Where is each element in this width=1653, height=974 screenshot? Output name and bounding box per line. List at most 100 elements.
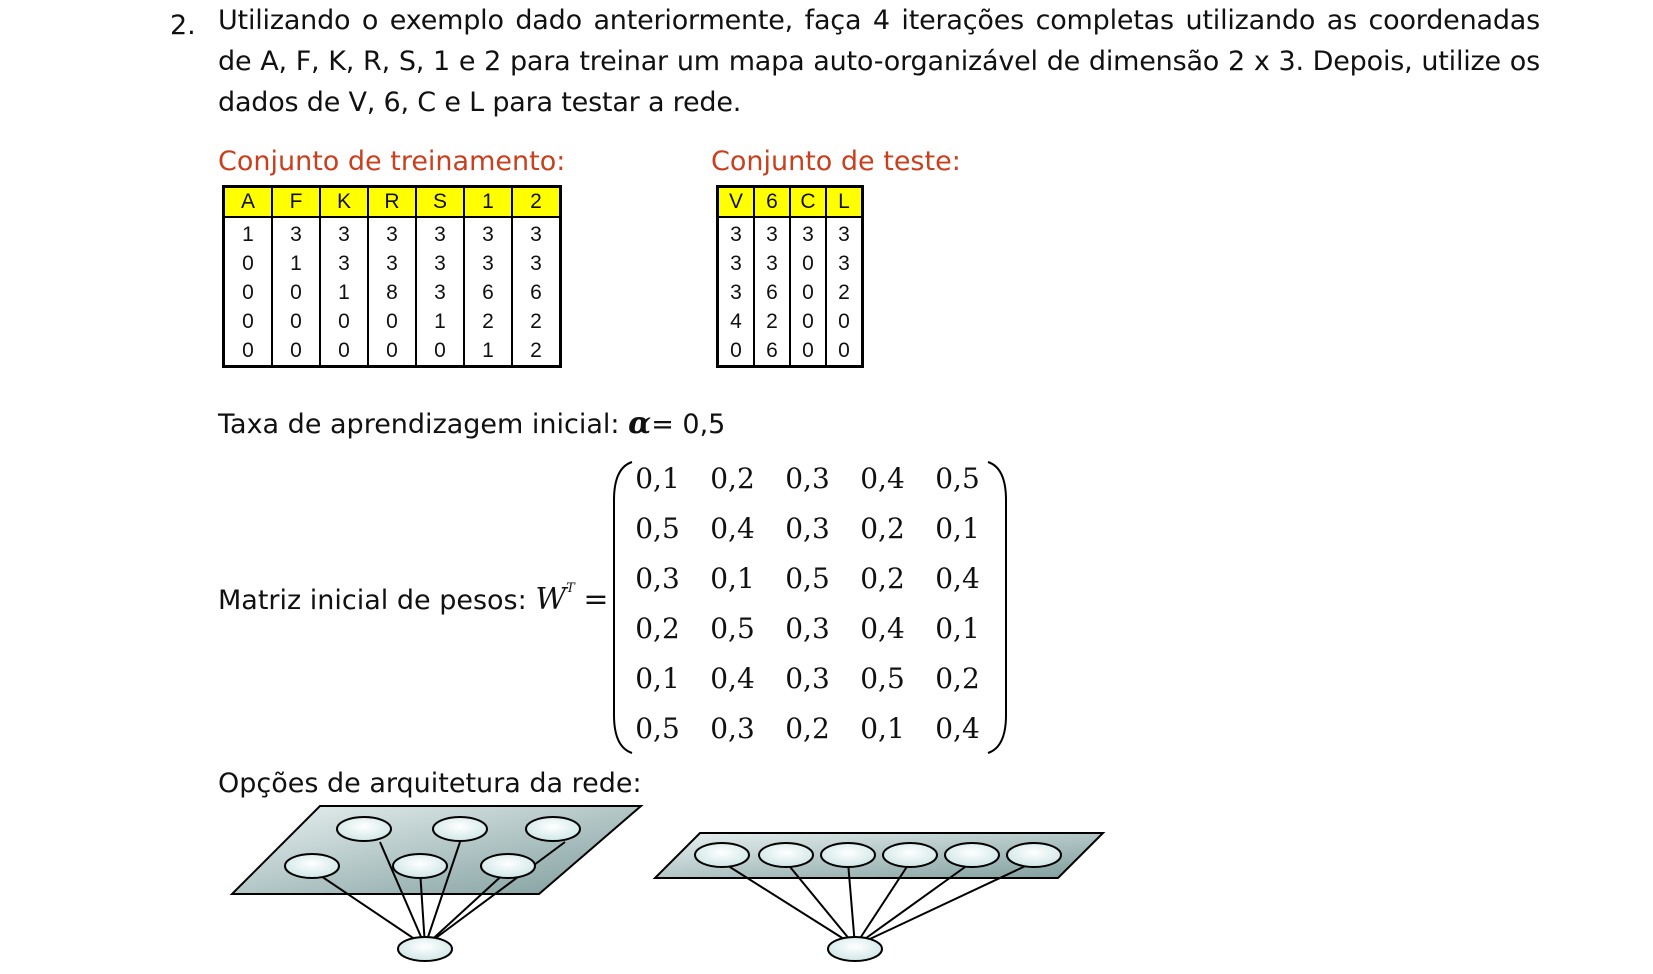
training-table-cell: 1 [222, 217, 273, 249]
matrix-cell: 0,5 [635, 512, 680, 545]
test-table-cell: 0 [825, 307, 864, 336]
matrix-cell: 0,2 [860, 562, 905, 595]
test-table-cell: 0 [716, 336, 755, 367]
connection-line [854, 861, 1035, 947]
weights-equals: = [583, 582, 609, 617]
training-table-cell: 3 [367, 249, 417, 278]
matrix-cell: 0,4 [860, 462, 905, 495]
matrix-cell: 0,1 [635, 662, 680, 695]
test-table-cell: 3 [716, 217, 755, 249]
output-neuron [480, 853, 536, 879]
training-table-cell: 3 [319, 217, 369, 249]
output-neuron [758, 842, 814, 868]
input-node [827, 936, 883, 962]
right-parenthesis [987, 461, 1007, 754]
question-number: 2. [170, 10, 196, 41]
connection-line [311, 869, 426, 947]
weight-symbol: WT [535, 581, 575, 617]
matrix-cell: 0,2 [635, 612, 680, 645]
test-table-cell: 2 [753, 307, 791, 336]
training-table-cell: 1 [319, 278, 369, 307]
matrix-cell: 0,3 [785, 462, 830, 495]
test-table-cell: 3 [825, 217, 864, 249]
matrix-cell: 0,3 [635, 562, 680, 595]
matrix-brackets [613, 461, 1007, 754]
training-table-cell: 6 [463, 278, 513, 307]
connection-line [854, 861, 911, 947]
matrix-cell: 0,4 [935, 562, 980, 595]
test-header-cell: C [789, 185, 827, 218]
test-table-cell: 3 [716, 278, 755, 307]
test-table-cell: 6 [753, 278, 791, 307]
test-table-cell: 0 [789, 249, 827, 278]
matrix-cell: 0,2 [785, 712, 830, 745]
matrix-cell: 0,3 [785, 612, 830, 645]
matrix-cell: 0,1 [635, 462, 680, 495]
learning-rate-value: = 0,5 [651, 409, 726, 440]
matrix-cell: 0,2 [935, 662, 980, 695]
matrix-cell: 0,3 [785, 512, 830, 545]
connection-line [424, 841, 566, 947]
training-table-cell: 0 [222, 278, 273, 307]
training-table-cell: 3 [319, 249, 369, 278]
training-table-cell: 2 [511, 336, 562, 367]
matrix-cell: 0,4 [935, 712, 980, 745]
training-table-cell: 8 [367, 278, 417, 307]
test-table-cell: 3 [789, 217, 827, 249]
connection-line [785, 861, 856, 947]
test-table-cell: 3 [716, 249, 755, 278]
matrix-cell: 0,1 [935, 612, 980, 645]
test-table-cell: 0 [825, 336, 864, 367]
training-table-cell: 0 [222, 249, 273, 278]
training-table-cell: 0 [271, 307, 321, 336]
output-neuron [336, 816, 392, 842]
training-table-cell: 0 [319, 336, 369, 367]
output-neuron [820, 842, 876, 868]
matrix-cell: 0,5 [785, 562, 830, 595]
training-table-cell: 0 [367, 307, 417, 336]
output-neuron [525, 816, 581, 842]
connection-line [424, 869, 509, 947]
architecture-diagrams [229, 805, 1106, 962]
training-table-cell: 2 [463, 307, 513, 336]
weight-symbol-letter: W [535, 582, 567, 617]
training-header-cell: R [367, 185, 417, 218]
matrix-cell: 0,1 [710, 562, 755, 595]
output-neuron [432, 816, 488, 842]
training-header-cell: A [222, 185, 273, 218]
matrix-cell: 0,3 [710, 712, 755, 745]
training-table-cell: 1 [463, 336, 513, 367]
weight-superscript: T [566, 581, 575, 596]
training-table-cell: 0 [271, 278, 321, 307]
connection-line [424, 841, 461, 947]
learning-rate-label: Taxa de aprendizagem inicial: [218, 409, 620, 440]
test-table-cell: 0 [789, 336, 827, 367]
test-header-cell: V [716, 185, 755, 218]
test-table-cell: 3 [753, 249, 791, 278]
test-table-cell: 3 [753, 217, 791, 249]
test-set-title: Conjunto de teste: [711, 146, 961, 177]
output-neuron [392, 853, 448, 879]
training-table-cell: 3 [415, 249, 465, 278]
output-neuron [882, 842, 938, 868]
weight-matrix: 0,1 0,2 0,3 0,4 0,5 0,5 0,4 0,3 0,2 0,1 0,3 0,1 0,5 0… [620, 454, 995, 754]
test-table-cell: 2 [825, 278, 864, 307]
architecture-label: Opções de arquitetura da rede: [218, 768, 642, 799]
question-text: Utilizando o exemplo dado anteriormente,… [218, 5, 1540, 118]
matrix-cell: 0,5 [635, 712, 680, 745]
test-table-cell: 4 [716, 307, 755, 336]
matrix-cell: 0,1 [935, 512, 980, 545]
training-table-cell: 1 [415, 307, 465, 336]
matrix-cell: 0,4 [710, 512, 755, 545]
test-table-cell: 0 [789, 307, 827, 336]
connection-line [419, 869, 426, 947]
training-table-cell: 6 [511, 278, 562, 307]
input-node [397, 936, 453, 962]
connection-line [721, 861, 856, 947]
